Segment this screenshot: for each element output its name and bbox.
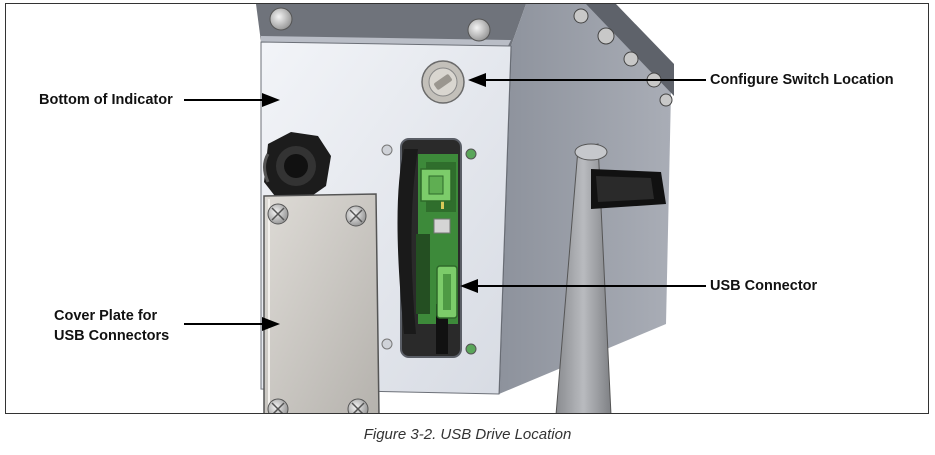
arrow-cover-plate [184, 317, 280, 331]
figure-frame: Bottom of Indicator Configure Switch Loc… [5, 3, 929, 414]
arrow-bottom-of-indicator [184, 93, 280, 107]
arrow-usb-connector [460, 279, 706, 293]
mounting-arm [555, 143, 666, 413]
callout-cover-plate-line2: USB Connectors [54, 328, 170, 344]
callout-cover-plate-line1: Cover Plate for [54, 308, 158, 324]
callout-cover-plate: Cover Plate for USB Connectors [54, 306, 169, 346]
configure-switch-icon [421, 60, 465, 104]
screw-icon [347, 398, 369, 413]
screw-icon [267, 203, 289, 225]
screw-icon [345, 205, 367, 227]
usb-connector-icon [420, 168, 458, 319]
leader-arrows [184, 73, 706, 331]
figure-caption: Figure 3-2. USB Drive Location [363, 426, 572, 443]
callout-configure-switch-location: Configure Switch Location [710, 72, 894, 88]
arrow-configure-switch [468, 73, 706, 87]
indicator-illustration [184, 4, 706, 413]
cable-gland-icon [263, 132, 331, 200]
cover-plate [263, 193, 380, 413]
screw-icon [267, 398, 289, 413]
callout-usb-connector: USB Connector [710, 278, 818, 294]
callout-bottom-of-indicator: Bottom of Indicator [39, 92, 173, 108]
